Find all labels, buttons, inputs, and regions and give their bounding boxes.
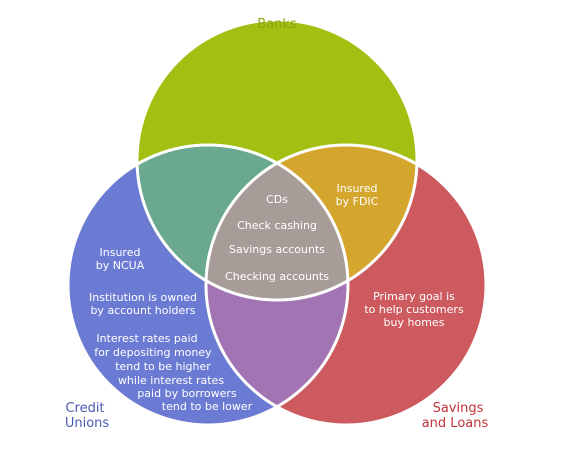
ncua-line2: by NCUA <box>96 259 145 272</box>
savings-loans-label-line1: Savings <box>433 401 484 416</box>
owned-line1: Institution is owned <box>89 291 197 304</box>
rates-line5: paid by borrowers <box>137 387 237 400</box>
center-item-cds: CDs <box>266 193 288 206</box>
fdic-line1: Insured <box>337 182 378 195</box>
credit-unions-label-line2: Unions <box>65 416 110 431</box>
savings-loans-outline <box>204 143 488 427</box>
credit-unions-label-line1: Credit <box>65 401 104 416</box>
savings-goal-line2: to help customers <box>364 303 464 316</box>
fdic-line2: by FDIC <box>336 195 379 208</box>
ncua-line1: Insured <box>100 246 141 259</box>
banks-label: Banks <box>257 17 297 32</box>
rates-line6: tend to be lower <box>162 400 253 413</box>
rates-line1: Interest rates paid <box>96 332 197 345</box>
center-item-checking-accounts: Checking accounts <box>225 270 329 283</box>
owned-line2: by account holders <box>90 304 195 317</box>
center-item-check-cashing: Check cashing <box>237 219 317 232</box>
savings-loans-label-line2: and Loans <box>422 416 489 431</box>
rates-line4: while interest rates <box>118 374 224 387</box>
credit-unions-outline <box>66 143 350 427</box>
center-item-savings-accounts: Savings accounts <box>229 243 325 256</box>
banks-outline <box>135 18 419 302</box>
rates-line2: for depositing money <box>94 346 212 359</box>
savings-goal-line3: buy homes <box>384 316 445 329</box>
rates-line3: tend to be higher <box>115 360 211 373</box>
savings-goal-line1: Primary goal is <box>373 290 455 303</box>
